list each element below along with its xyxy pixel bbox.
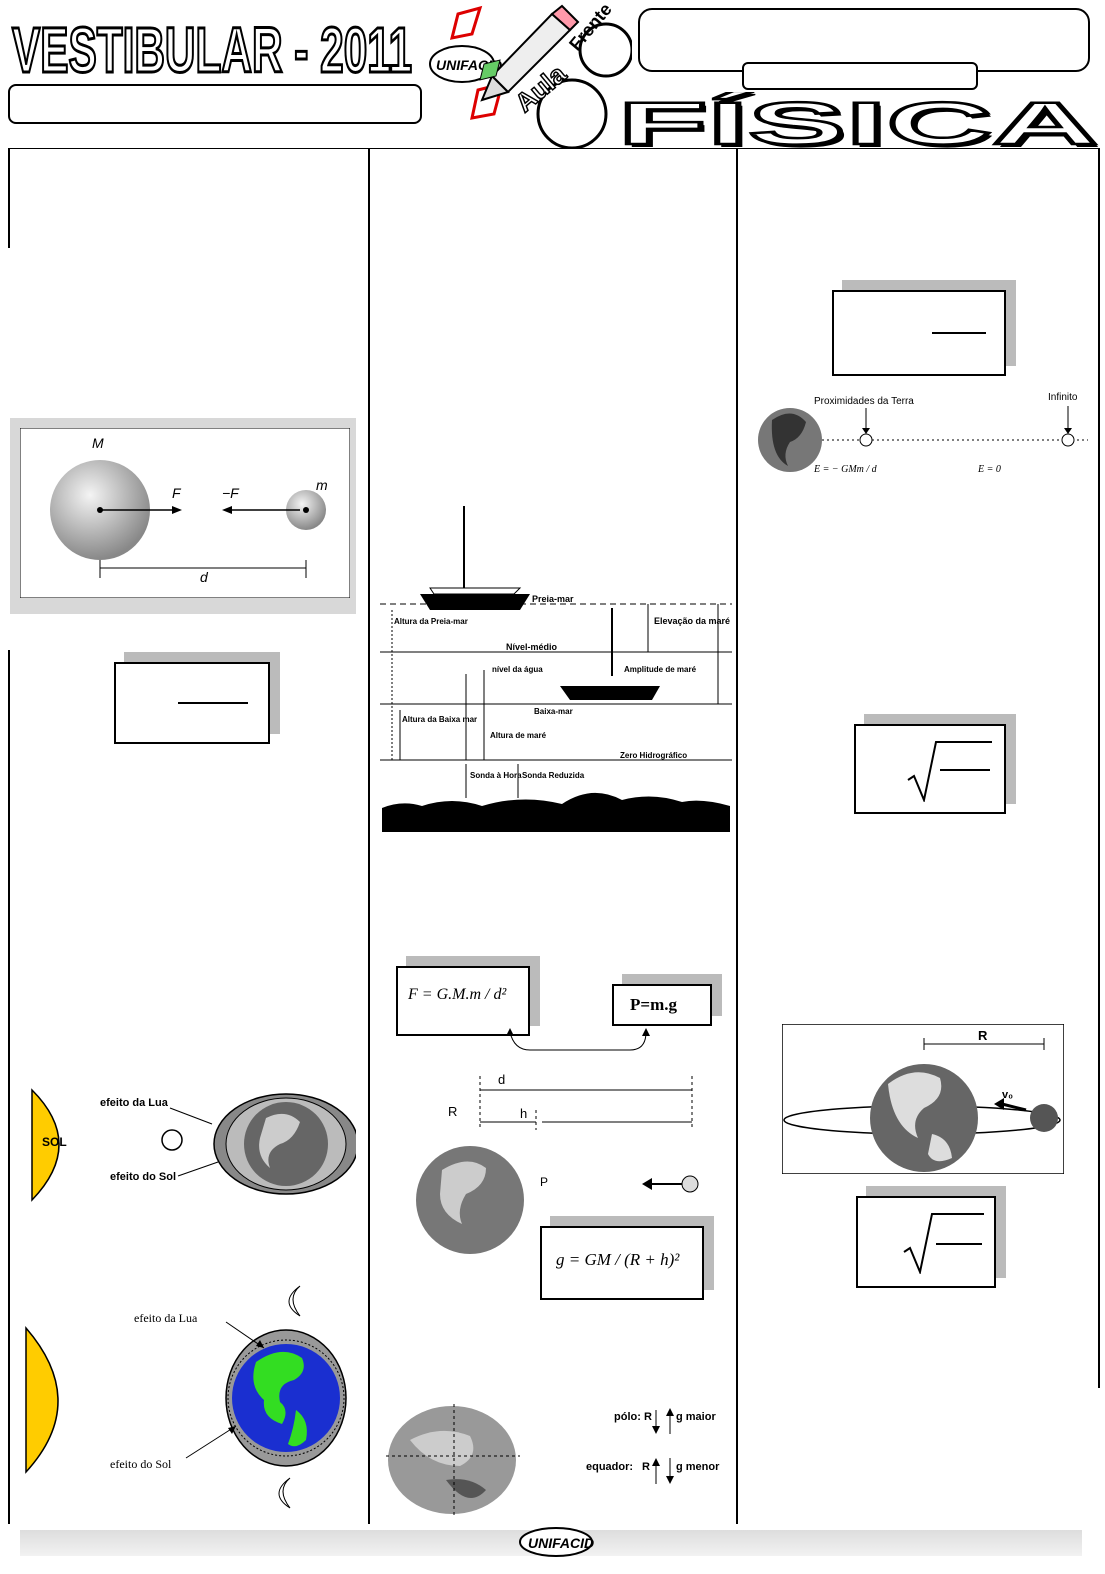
- orbit-v-label: v₀: [1002, 1089, 1013, 1101]
- header-title: VESTIBULAR - 2011: [12, 14, 412, 84]
- subject-title: FÍSICA: [618, 92, 1098, 150]
- nivel-medio-label: Nível-médio: [506, 642, 558, 652]
- g-maior-label: g maior: [676, 1411, 716, 1423]
- label-minus-F: −F: [222, 485, 240, 501]
- sonda-hora-label: Sonda à Hora: [470, 771, 522, 780]
- tide-figure-2: efeito da Lua efeito do Sol: [25, 1285, 347, 1509]
- amplitude-label: Amplitude de maré: [624, 665, 697, 674]
- column-rule-2: [736, 148, 738, 1524]
- fraction-bar: [178, 702, 248, 704]
- header-topic-box: [8, 84, 422, 124]
- altura-preia-label: Altura da Preia-mar: [394, 617, 468, 626]
- subject-title-shadow: FÍSICA: [622, 93, 1102, 150]
- moon-circle: [161, 1129, 183, 1151]
- label-P-height: P: [540, 1175, 548, 1189]
- header-logo-cluster: UNIFACID Frente Aula: [429, 4, 632, 149]
- sqrt-symbol-b: [907, 741, 992, 802]
- polo-R: R: [644, 1411, 652, 1423]
- satellite-moon: [1030, 1104, 1058, 1132]
- formula-box-col1: [114, 662, 270, 744]
- nivel-agua-label: nível da água: [492, 665, 543, 674]
- fraction-bar-col3: [932, 332, 986, 334]
- label-F: F: [172, 485, 182, 501]
- sun-shape-2: [25, 1325, 59, 1474]
- moon-crescent-bottom: [278, 1477, 291, 1509]
- formula-box-col3-b: [854, 724, 1006, 814]
- label-d: d: [200, 569, 209, 585]
- efeito-lua-label: efeito da Lua: [100, 1097, 169, 1109]
- gravitation-figure: M m F −F d: [20, 428, 350, 598]
- connector-arrows: [506, 1028, 650, 1051]
- sun-shape: [31, 1088, 60, 1202]
- newton-formula-box: F = G.M.m / d²: [396, 966, 530, 1036]
- column-rule-1: [368, 148, 370, 1524]
- header-title-graphic: VESTIBULAR - 2011: [11, 13, 414, 85]
- label-m: m: [316, 477, 328, 493]
- column-rule-left: [8, 650, 10, 1524]
- formula-box-col3-a: [832, 290, 1006, 376]
- label-R-height: R: [448, 1104, 457, 1119]
- weight-formula-box: P=m.g: [612, 984, 712, 1026]
- zero-hidro-label: Zero Hidrográfico: [620, 751, 687, 760]
- energy-near-formula: E = − GMm / d: [813, 464, 878, 475]
- efeito-sol-label-2: efeito do Sol: [110, 1457, 172, 1471]
- tide-chart: Preia-mar Altura da Preia-mar Elevação d…: [380, 506, 732, 832]
- label-h-height: h: [520, 1106, 527, 1121]
- formula-box-col3-c: [856, 1196, 996, 1288]
- label-d-height: d: [498, 1072, 505, 1087]
- column-rule-left-top: [8, 148, 10, 248]
- header-divider: [8, 148, 1098, 149]
- altura-baixa-label: Altura da Baixa mar: [402, 715, 477, 724]
- altura-mare-label: Altura de maré: [490, 731, 547, 740]
- subject-title-graphic: FÍSICA FÍSICA: [617, 92, 1102, 150]
- earth-height-figure: d R h P: [416, 1072, 699, 1254]
- sun-label: SOL: [42, 1135, 67, 1149]
- elevacao-label: Elevação da maré: [654, 616, 730, 626]
- efeito-lua-label-2: efeito da Lua: [134, 1311, 198, 1325]
- orbit-R-label: R: [978, 1028, 988, 1043]
- proximidades-label: Proximidades da Terra: [814, 396, 914, 407]
- newton-formula: F = G.M.m / d²: [408, 986, 507, 1003]
- equador-label: equador:: [586, 1461, 633, 1473]
- orbit-figure: R v₀: [782, 1024, 1064, 1174]
- sqrt-symbol-c: [903, 1213, 984, 1274]
- gravity-formula-box: g = GM / (R + h)²: [540, 1226, 704, 1300]
- label-M: M: [92, 435, 104, 451]
- equador-R: R: [642, 1461, 650, 1473]
- energy-inf-formula: E = 0: [977, 464, 1001, 475]
- seabed: [382, 792, 730, 832]
- column-rule-right: [1098, 148, 1100, 1388]
- footer-logo-text: UNIFACID: [528, 1535, 594, 1551]
- header-right-small-box: [742, 62, 978, 90]
- footer-logo: UNIFACID: [519, 1527, 594, 1557]
- infinito-label: Infinito: [1048, 392, 1078, 403]
- energy-figure: Proximidades da Terra Infinito E = − GMm…: [758, 392, 1088, 475]
- weight-formula: P=m.g: [630, 995, 677, 1014]
- g-menor-label: g menor: [676, 1461, 720, 1473]
- moon-crescent-top: [288, 1285, 301, 1317]
- baixa-mar-label: Baixa-mar: [534, 707, 573, 716]
- sonda-reduzida-label: Sonda Reduzida: [522, 771, 585, 780]
- gravity-formula: g = GM / (R + h)²: [556, 1250, 680, 1269]
- tide-figure-1: SOL efeito da Lua efeito do Sol: [31, 1088, 356, 1202]
- pole-equator-figure: pólo: R g maior equador: R g menor: [386, 1404, 720, 1516]
- preia-mar-label: Preia-mar: [532, 594, 574, 604]
- efeito-sol-label: efeito do Sol: [110, 1171, 176, 1183]
- polo-label: pólo:: [614, 1411, 641, 1423]
